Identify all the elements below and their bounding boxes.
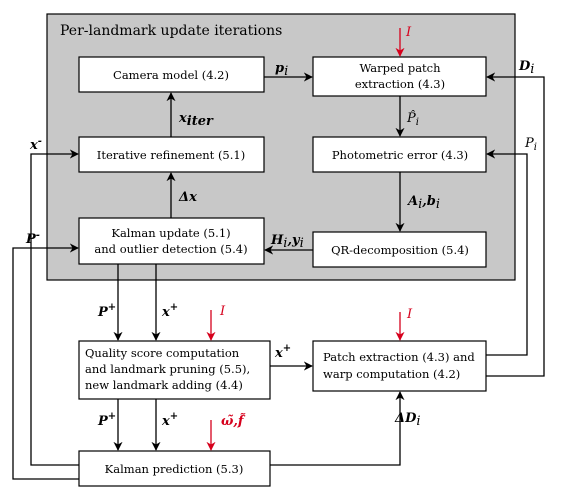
photometric-error-label: Photometric error (4.3)	[332, 148, 468, 162]
p-i-label: pi	[275, 61, 288, 79]
patch-extraction-label-1: Patch extraction (4.3) and	[323, 350, 475, 364]
patch-extraction-box	[312, 340, 487, 392]
x-plus-label-1: x+	[161, 302, 178, 320]
quality-label-2: and landmark pruning (5.5),	[85, 362, 250, 376]
kalman-update-label-2: and outlier detection (5.4)	[94, 242, 247, 256]
a-b-label: Ai,bi	[406, 194, 440, 212]
x-minus-label: x-	[29, 136, 42, 153]
delta-d-label: ΔDi	[394, 411, 421, 429]
kalman-update-box	[78, 217, 265, 265]
iterative-refinement-label: Iterative refinement (5.1)	[97, 148, 245, 162]
p-plus-label-2: P+	[97, 411, 116, 429]
quality-label-1: Quality score computation	[85, 346, 240, 360]
d-i-label: Di	[518, 59, 534, 77]
kalman-prediction-label: Kalman prediction (5.3)	[105, 462, 244, 476]
x-plus-label-3: x+	[161, 411, 178, 429]
h-y-label: Hi,yi	[270, 233, 304, 251]
x-iter-label: xiter	[178, 111, 214, 129]
warped-patch-box	[312, 56, 487, 97]
arrow-prediction-cov-to-update	[12, 243, 79, 480]
iterative-refinement-box	[78, 136, 265, 173]
x-plus-label-2: x+	[274, 343, 291, 361]
warped-patch-label-2: extraction (4.3)	[355, 77, 445, 91]
image-input-label-2: I	[219, 304, 226, 319]
quality-score-box	[78, 340, 271, 400]
kalman-prediction-box	[78, 450, 271, 487]
p-plus-label-1: P+	[97, 302, 116, 320]
image-input-label-3: I	[406, 307, 413, 322]
arrow-prediction-state-to-refinement	[30, 149, 79, 466]
warped-patch-label-1: Warped patch	[359, 61, 441, 75]
qr-decomposition-label: QR-decomposition (5.4)	[331, 243, 469, 257]
camera-model-label: Camera model (4.2)	[113, 68, 229, 82]
camera-model-box	[78, 56, 265, 93]
image-input-label-1: I	[405, 25, 412, 40]
arrow-patch-to-photometric	[486, 149, 528, 356]
p-i-patch-label: Pi	[524, 136, 537, 153]
delta-x-label: Δx	[178, 190, 197, 205]
region-title: Per-landmark update iterations	[60, 23, 282, 39]
p-hat-label: P̂i	[406, 110, 419, 128]
arrow-prediction-to-patch	[270, 391, 405, 466]
p-minus-label: P-	[25, 230, 40, 247]
patch-extraction-label-2: warp computation (4.2)	[323, 367, 460, 381]
quality-label-3: new landmark adding (4.4)	[85, 378, 243, 392]
arrow-patch-warp-to-warped	[486, 72, 545, 377]
omega-f-label: ω̃,f̃	[221, 413, 246, 429]
kalman-update-label-1: Kalman update (5.1)	[111, 226, 230, 240]
